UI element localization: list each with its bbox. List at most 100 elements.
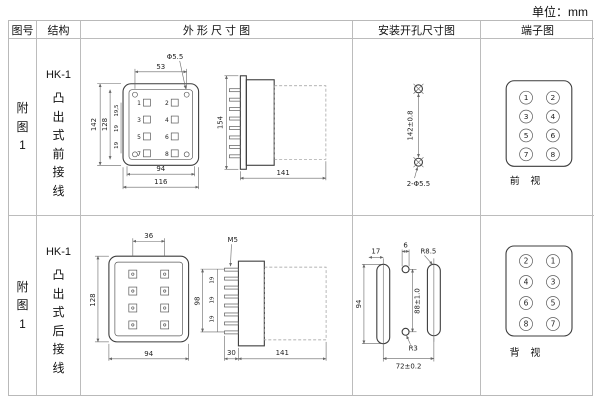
structure-row1: HK-1 凸出式前接线 bbox=[37, 39, 81, 216]
dim-bottom-outer: 116 bbox=[154, 178, 167, 186]
terminal-cell-row2: 2 1 4 3 6 5 8 7 背 视 bbox=[481, 216, 594, 395]
structure-row2: HK-1 凸出式后接线 bbox=[37, 216, 81, 395]
dim-height: 128 bbox=[89, 293, 97, 306]
install-hole-drawing-rear: 17 6 R8.5 94 88±1.0 R3 72±0.2 bbox=[355, 241, 441, 371]
unit-label: 单位：mm bbox=[532, 5, 588, 19]
terminal-cell-row1: 1 2 3 4 5 6 7 8 前 视 bbox=[481, 39, 594, 216]
terminal-no: 5 bbox=[524, 131, 529, 140]
dim-hole-pitch: 142±0.8 bbox=[407, 110, 415, 140]
terminal-block-outline bbox=[505, 245, 573, 337]
dim-stud-length: 30 bbox=[227, 349, 236, 357]
terminal-no: 5 bbox=[551, 299, 556, 308]
terminal-diagram-front-view: 1 2 3 4 5 6 7 8 前 视 bbox=[505, 80, 573, 187]
install-cell-row2: 17 6 R8.5 94 88±1.0 R3 72±0.2 bbox=[353, 216, 481, 395]
terminal-no: 8 bbox=[551, 150, 556, 159]
terminal-no: 4 bbox=[524, 278, 529, 287]
dimension-lines bbox=[94, 238, 327, 361]
outline-cell-row1: 1 2 3 4 5 6 7 8 bbox=[81, 39, 353, 216]
terminal-6: 6 bbox=[165, 134, 169, 141]
terminal-no: 2 bbox=[551, 93, 556, 102]
dim-slot-height: 94 bbox=[355, 299, 363, 308]
dim-pitch-3: 19 bbox=[114, 141, 120, 148]
header-outline-dims: 外 形 尺 寸 图 bbox=[81, 21, 353, 39]
terminal-2: 2 bbox=[165, 100, 169, 107]
terminal-no: 8 bbox=[524, 320, 529, 329]
terminal-no: 6 bbox=[551, 131, 556, 140]
terminal-5: 5 bbox=[137, 134, 141, 141]
dim-depth: 141 bbox=[276, 349, 289, 357]
dim-hole-dia: Φ5.5 bbox=[167, 53, 184, 61]
terminal-no: 4 bbox=[551, 112, 556, 121]
dim-top-width: 53 bbox=[156, 63, 165, 71]
terminal-8: 8 bbox=[165, 151, 169, 158]
terminal-no: 7 bbox=[551, 320, 556, 329]
install-hole-drawing-front: 142±0.8 2-Φ5.5 bbox=[407, 83, 430, 188]
header-terminal-diagram: 端子图 bbox=[481, 21, 594, 39]
outline-drawing-rear-wiring: 36 M5 128 98 19 19 19 94 30 141 bbox=[89, 232, 327, 361]
fig-no-text: 附图1 bbox=[16, 101, 29, 153]
terminal-4: 4 bbox=[165, 117, 169, 124]
dim-hole-pitch-v: 88±1.0 bbox=[413, 288, 421, 314]
dim-hole-pitch-h: 72±0.2 bbox=[396, 363, 422, 371]
view-label-rear: 背 视 bbox=[510, 346, 545, 359]
dimension-lines bbox=[97, 60, 327, 190]
dimension-table: 图号 结构 外 形 尺 寸 图 安装开孔尺寸图 端子图 附图1 HK-1 凸出式… bbox=[8, 20, 594, 396]
terminal-7: 7 bbox=[137, 151, 141, 158]
dim-slot-offset: 17 bbox=[371, 247, 380, 255]
header-structure: 结构 bbox=[37, 21, 81, 39]
dim-holes-label: 2-Φ5.5 bbox=[407, 180, 430, 188]
terminal-no: 6 bbox=[524, 299, 529, 308]
fig-no-row1: 附图1 bbox=[9, 39, 37, 216]
mounting-holes bbox=[413, 83, 424, 168]
outline-cell-row2: 36 M5 128 98 19 19 19 94 30 141 bbox=[81, 216, 353, 395]
terminal-1: 1 bbox=[137, 100, 141, 107]
dim-depth: 141 bbox=[276, 169, 289, 177]
model-name: HK-1 bbox=[45, 246, 72, 258]
dim-pitch-1: 19,5 bbox=[114, 105, 120, 117]
terminal-no: 1 bbox=[524, 93, 529, 102]
terminal-block-outline bbox=[505, 80, 573, 167]
dim-height-outer: 142 bbox=[90, 118, 98, 131]
relay-front-view bbox=[122, 83, 200, 166]
dim-bottom-inner: 94 bbox=[156, 165, 165, 173]
relay-side-view-rear bbox=[224, 260, 327, 347]
view-label-front: 前 视 bbox=[510, 174, 545, 187]
header-install-dims: 安装开孔尺寸图 bbox=[353, 21, 481, 39]
dim-pitch-2: 19 bbox=[114, 124, 120, 131]
terminal-no: 1 bbox=[551, 257, 556, 266]
terminal-circles bbox=[519, 90, 560, 162]
dim-pitch-1: 19 bbox=[210, 276, 216, 283]
dim-top-width: 36 bbox=[144, 232, 153, 240]
dim-stud-span: 98 bbox=[194, 297, 202, 306]
dim-stud-thread: M5 bbox=[227, 236, 237, 244]
terminal-3: 3 bbox=[137, 117, 141, 124]
header-fig-no: 图号 bbox=[9, 21, 37, 39]
terminal-numbers: 1 2 3 4 5 6 7 8 bbox=[137, 100, 169, 158]
model-name: HK-1 bbox=[45, 69, 72, 81]
mounting-slots bbox=[376, 258, 441, 350]
dim-pitch-3: 19 bbox=[210, 315, 216, 322]
fig-no-row2: 附图1 bbox=[9, 216, 37, 395]
fig-no-text: 附图1 bbox=[16, 279, 29, 331]
outline-drawing-front-wiring: 1 2 3 4 5 6 7 8 bbox=[90, 53, 327, 190]
terminal-no: 2 bbox=[524, 257, 529, 266]
dim-height-inner: 128 bbox=[101, 118, 109, 131]
dim-bottom: 94 bbox=[144, 350, 153, 358]
terminal-no: 3 bbox=[551, 278, 556, 287]
dim-pitch-2: 19 bbox=[210, 296, 216, 303]
relay-rear-view bbox=[108, 255, 190, 343]
terminal-diagram-rear-view: 2 1 4 3 6 5 8 7 背 视 bbox=[505, 245, 573, 359]
wiring-type: 凸出式后接线 bbox=[52, 268, 65, 375]
install-cell-row1: 142±0.8 2-Φ5.5 bbox=[353, 39, 481, 216]
dim-corner-radius: R3 bbox=[409, 345, 418, 353]
dimension-lines bbox=[361, 249, 435, 362]
terminal-no: 3 bbox=[524, 112, 529, 121]
dim-side-height: 154 bbox=[216, 115, 224, 129]
relay-side-view bbox=[229, 75, 327, 170]
dim-hole-dia: 6 bbox=[403, 241, 407, 249]
dimension-lines bbox=[414, 93, 420, 179]
wiring-type: 凸出式前接线 bbox=[52, 91, 65, 198]
terminal-circles bbox=[519, 254, 560, 331]
terminal-no: 7 bbox=[524, 150, 529, 159]
dim-slot-radius: R8.5 bbox=[420, 247, 436, 255]
